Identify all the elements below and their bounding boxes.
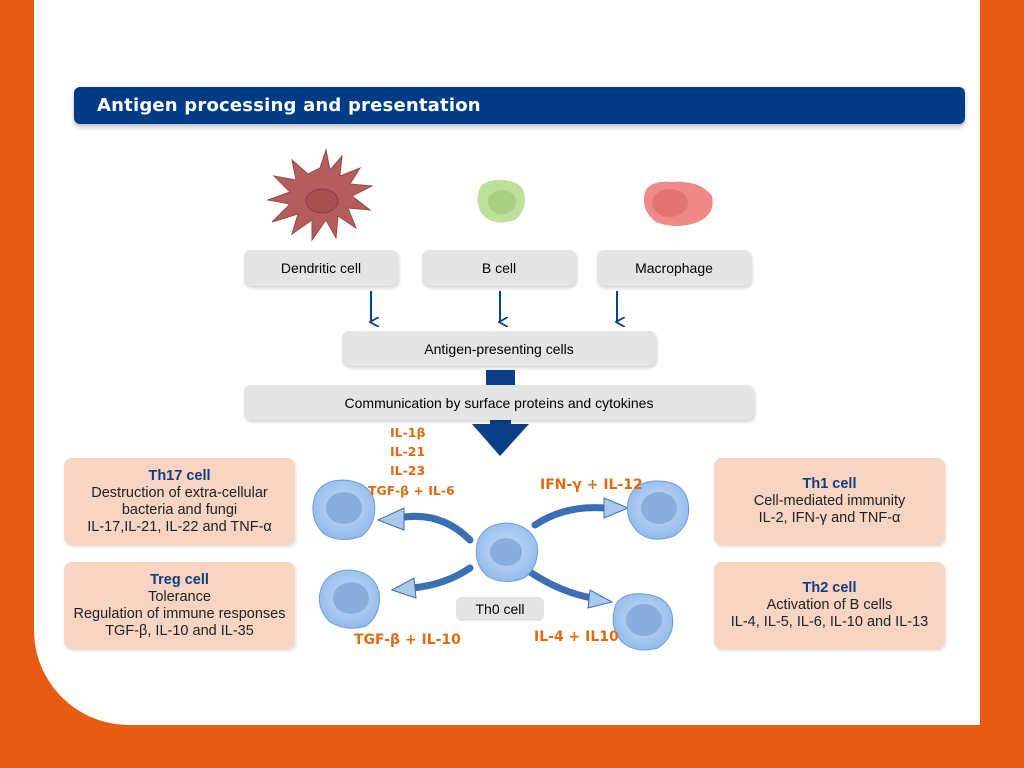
b-cell-text: B cell: [481, 260, 517, 276]
arrow-to-treg-icon: [390, 564, 474, 599]
th17-line: IL-17,IL-21, IL-22 and TNF-α: [87, 518, 272, 535]
th17-line: bacteria and fungi: [121, 501, 238, 518]
treg-title: Treg cell: [150, 571, 209, 588]
arrow-to-th2-icon: [526, 568, 614, 609]
treg-line: Tolerance: [148, 588, 211, 605]
th2-title: Th2 cell: [802, 580, 857, 596]
th1-cell-icon: [626, 480, 690, 540]
th1-title: Th1 cell: [802, 476, 857, 492]
dendritic-cell-text: Dendritic cell: [280, 260, 362, 276]
dendritic-cell-label: Dendritic cell: [244, 250, 398, 286]
treg-line: TGF-β, IL-10 and IL-35: [105, 622, 254, 639]
macrophage-label: Macrophage: [597, 250, 751, 286]
b-cell-label: B cell: [422, 250, 576, 286]
cytokine-il23: IL-23: [390, 463, 426, 478]
th17-line: Destruction of extra-cellular: [91, 484, 268, 501]
cytokine-th2: IL-4 + IL10: [534, 629, 619, 645]
dendritic-cell-icon: [266, 148, 374, 242]
arrow-to-th1-icon: [531, 497, 630, 529]
title-bar: Antigen processing and presentation: [74, 87, 965, 124]
page-title: Antigen processing and presentation: [97, 95, 481, 116]
th17-box: Th17 cell Destruction of extra-cellular …: [64, 458, 295, 545]
cytokine-treg: TGF-β + IL-10: [354, 632, 461, 648]
treg-cell-icon: [318, 569, 380, 629]
cytokine-il21: IL-21: [390, 444, 426, 459]
communication-box: Communication by surface proteins and cy…: [244, 385, 754, 420]
th17-cytokines: IL-1β IL-21 IL-23: [390, 423, 425, 480]
th1-box: Th1 cell Cell-mediated immunity IL-2, IF…: [714, 458, 945, 545]
treg-line: Regulation of immune responses: [73, 605, 286, 622]
th17-title: Th17 cell: [148, 467, 211, 484]
cytokine-th1: IFN-γ + IL-12: [540, 477, 643, 493]
th1-line: IL-2, IFN-γ and TNF-α: [758, 510, 901, 526]
th2-cell-icon: [612, 593, 674, 651]
arrow-to-th17-icon: [376, 507, 474, 544]
communication-text: Communication by surface proteins and cy…: [344, 394, 654, 411]
macrophage-text: Macrophage: [635, 260, 713, 276]
b-cell-icon: [477, 180, 525, 223]
cytokine-il1b: IL-1β: [390, 425, 426, 440]
treg-box: Treg cell Tolerance Regulation of immune…: [64, 562, 295, 649]
th0-cell-icon: [475, 522, 538, 582]
th0-label: Th0 cell: [456, 597, 544, 621]
macrophage-icon: [643, 181, 713, 226]
th2-box: Th2 cell Activation of B cells IL-4, IL-…: [714, 562, 945, 649]
th2-line: IL-4, IL-5, IL-6, IL-10 and IL-13: [730, 614, 929, 630]
apc-box: Antigen-presenting cells: [342, 331, 656, 366]
apc-text: Antigen-presenting cells: [424, 340, 574, 357]
th2-line: Activation of B cells: [766, 597, 893, 613]
cytokine-tgfb-il6: TGF-β + IL-6: [368, 483, 455, 498]
th0-text: Th0 cell: [475, 601, 525, 617]
th1-line: Cell-mediated immunity: [753, 493, 906, 509]
th17-cell-icon: [312, 479, 376, 540]
